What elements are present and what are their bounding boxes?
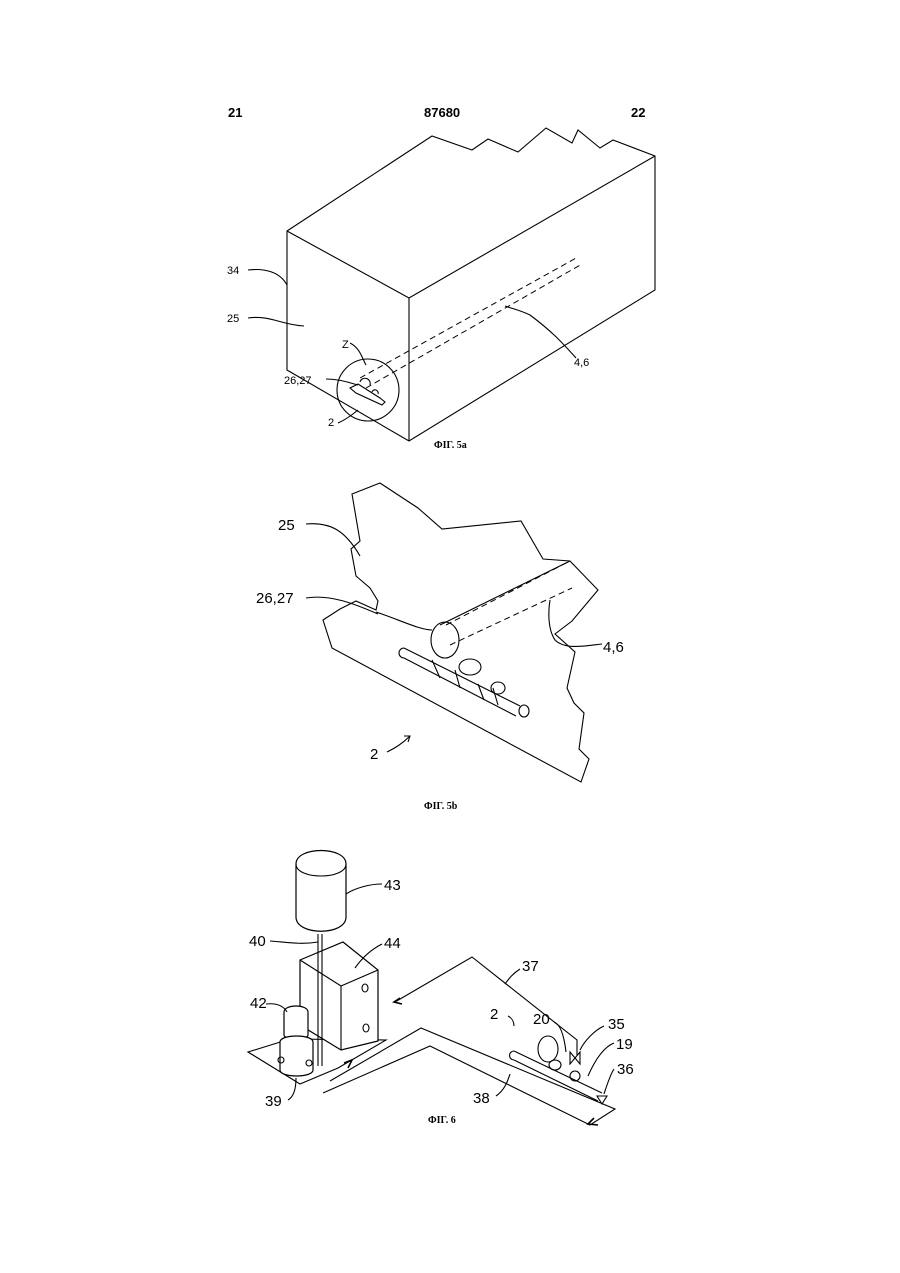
leader-2-arrow	[338, 410, 358, 423]
leader-26-27	[326, 379, 358, 385]
cutaway-top-edge	[376, 561, 570, 630]
label-44: 44	[384, 935, 401, 952]
cutaway-outline	[323, 483, 598, 782]
label-42: 42	[250, 995, 267, 1012]
leader-z	[350, 343, 366, 365]
dashed-channel-5b	[446, 562, 572, 645]
pump-42-base	[280, 1036, 313, 1076]
label-38: 38	[473, 1090, 490, 1107]
pipe-loop-upper	[395, 957, 577, 1055]
label-35: 35	[608, 1016, 625, 1033]
control-box-44	[300, 942, 378, 1050]
figure-5a-drawing: 34 25 Z 26,27 2 4,6	[0, 0, 900, 470]
flow-arrow-38	[588, 1118, 598, 1125]
device-sketch	[350, 378, 385, 405]
label-25: 25	[227, 313, 239, 325]
label-26-27: 26,27	[284, 375, 312, 387]
leader-40	[270, 941, 318, 943]
device-pipe	[399, 648, 520, 716]
leader-25	[248, 317, 304, 326]
label-z: Z	[342, 339, 349, 351]
leader-2-arrow-5b	[387, 736, 410, 752]
label-19: 19	[616, 1036, 633, 1053]
dashed-channel	[360, 257, 582, 388]
leader-4-6	[505, 306, 576, 358]
leader-36	[604, 1069, 614, 1094]
label-4-6-5b: 4,6	[603, 639, 624, 656]
device-flange	[431, 622, 459, 658]
label-39: 39	[265, 1093, 282, 1110]
leader-43	[346, 884, 382, 894]
block-top-edge	[287, 156, 655, 298]
figure-6-drawing: 43 40 44 37 42 2 20 35 19 36 39 38	[0, 830, 900, 1140]
label-26-27-5b: 26,27	[256, 590, 294, 607]
label-20: 20	[533, 1011, 550, 1028]
ground-plate	[248, 1039, 386, 1084]
valve-36	[597, 1096, 607, 1104]
label-2: 2	[328, 417, 334, 429]
block-outline	[287, 128, 655, 441]
leader-37	[505, 969, 520, 984]
device-valve-1	[459, 659, 481, 675]
device-outlet	[519, 705, 529, 717]
caption-fig-5a: ФІГ. 5а	[434, 440, 467, 451]
device-2-valve-2	[570, 1071, 580, 1081]
leader-34	[248, 270, 287, 285]
leader-2-6	[508, 1016, 514, 1026]
label-36: 36	[617, 1061, 634, 1078]
device-2-flange	[538, 1036, 558, 1062]
leader-35	[580, 1026, 604, 1050]
label-43: 43	[384, 877, 401, 894]
leader-19	[588, 1043, 614, 1076]
label-34: 34	[227, 265, 239, 277]
pump-42	[284, 1006, 308, 1039]
device-2-valve	[549, 1060, 561, 1070]
label-25-5b: 25	[278, 517, 295, 534]
caption-fig-6: ФІГ. 6	[428, 1115, 456, 1126]
figure-5b-drawing: 25 26,27 4,6 2	[0, 470, 900, 810]
leader-4-6-5b	[549, 600, 602, 647]
label-4-6: 4,6	[574, 357, 589, 369]
caption-fig-5b: ФІГ. 5b	[424, 801, 457, 812]
label-2-fig6: 2	[490, 1006, 498, 1023]
label-2-5b: 2	[370, 746, 378, 763]
valve-35	[570, 1052, 580, 1064]
label-40: 40	[249, 933, 266, 950]
label-37: 37	[522, 958, 539, 975]
tank-43	[296, 851, 346, 932]
